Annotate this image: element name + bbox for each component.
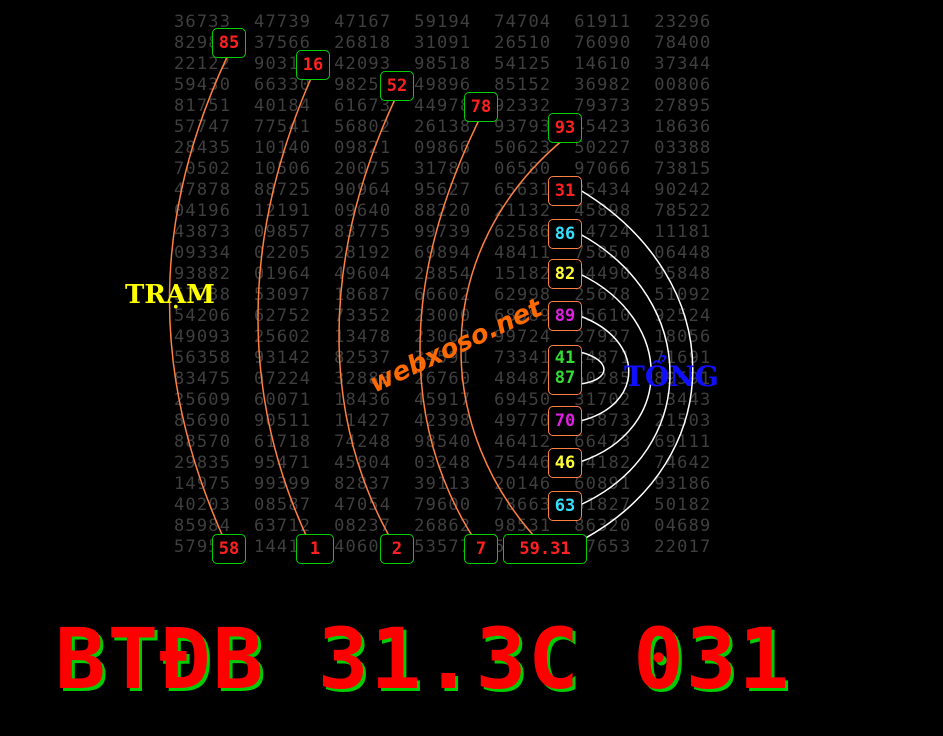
sum-pick-value: 87 [554, 368, 576, 388]
number-row: 43873 09857 83775 99739 62586 14724 1118… [174, 222, 712, 242]
number-row: 56358 93142 82537 34591 73341 24871 7169… [174, 348, 712, 368]
tram-curve-3 [338, 96, 397, 549]
tong-curve-1 [579, 189, 694, 541]
bottom-pick-box: 59.31 [503, 534, 587, 564]
sum-pick-box: 89 [548, 301, 582, 331]
tong-curve-2 [579, 233, 671, 506]
top-pick-box: 85 [212, 28, 246, 58]
bottom-pick-box: 7 [464, 534, 498, 564]
top-pick-box: 16 [296, 50, 330, 80]
sum-pick-box: 46 [548, 448, 582, 478]
tram-label: TRẠM [125, 280, 215, 310]
number-row: 49093 25602 13478 23062 99724 27927 1805… [174, 327, 712, 347]
number-row: 59430 66330 98252 49896 85152 36982 0080… [174, 75, 712, 95]
sum-pick-box: 86 [548, 219, 582, 249]
number-row: 54206 62752 73352 23000 68989 95610 9252… [174, 306, 712, 326]
top-pick-box: 93 [548, 113, 582, 143]
sum-pick-box: 63 [548, 491, 582, 521]
number-row: 29835 95471 45804 03248 75446 64182 7464… [174, 453, 712, 473]
top-pick-box: 52 [380, 71, 414, 101]
top-pick-box: 78 [464, 92, 498, 122]
tram-curve-4 [419, 117, 481, 549]
number-row: 09334 02205 28192 69894 48411 75850 0644… [174, 243, 712, 263]
tong-curve-3 [579, 273, 652, 463]
number-row: 81751 40184 61673 44978 92332 79373 2789… [174, 96, 712, 116]
number-row: 57747 77541 56802 26138 93793 45423 1863… [174, 117, 712, 137]
number-row: 04196 12191 09640 88220 21132 45898 7852… [174, 201, 712, 221]
number-row: 85690 90511 11427 42398 49770 55873 2150… [174, 411, 712, 431]
sum-pick-value: 41 [554, 348, 576, 368]
number-row: 40203 08587 47054 79600 78663 81827 5018… [174, 495, 712, 515]
tong-curve-5 [579, 351, 605, 385]
tong-curve-4 [579, 315, 630, 422]
sum-pick-box: 31 [548, 176, 582, 206]
number-row: 70502 10506 20075 31780 06580 97066 7381… [174, 159, 712, 179]
sum-pick-box: 82 [548, 259, 582, 289]
page-title: BTĐB 31.3C 031 [55, 610, 792, 708]
sum-pick-box-double: 41 87 [548, 345, 582, 395]
number-row: 57238 53097 18687 66602 62998 25678 5109… [174, 285, 712, 305]
number-row: 28435 10140 09821 09866 50623 50227 0338… [174, 138, 712, 158]
tram-curve-2 [257, 75, 313, 549]
number-row: 93882 01964 49604 23854 15182 94490 9584… [174, 264, 712, 284]
bottom-pick-box: 1 [296, 534, 334, 564]
number-row: 14975 99399 82837 39113 20146 60891 9318… [174, 474, 712, 494]
tram-curve-1 [168, 54, 229, 549]
number-row: 36733 47739 47167 59194 74704 61911 2329… [174, 12, 712, 32]
sum-pick-box: 70 [548, 406, 582, 436]
number-row: 88570 61718 74248 98540 46412 66473 6911… [174, 432, 712, 452]
bottom-pick-box: 58 [212, 534, 246, 564]
bottom-pick-box: 2 [380, 534, 414, 564]
number-row: 83475 07224 32883 26760 48487 60285 8959… [174, 369, 712, 389]
tram-curve-5 [460, 138, 565, 549]
tong-label: TỔNG [624, 360, 719, 393]
